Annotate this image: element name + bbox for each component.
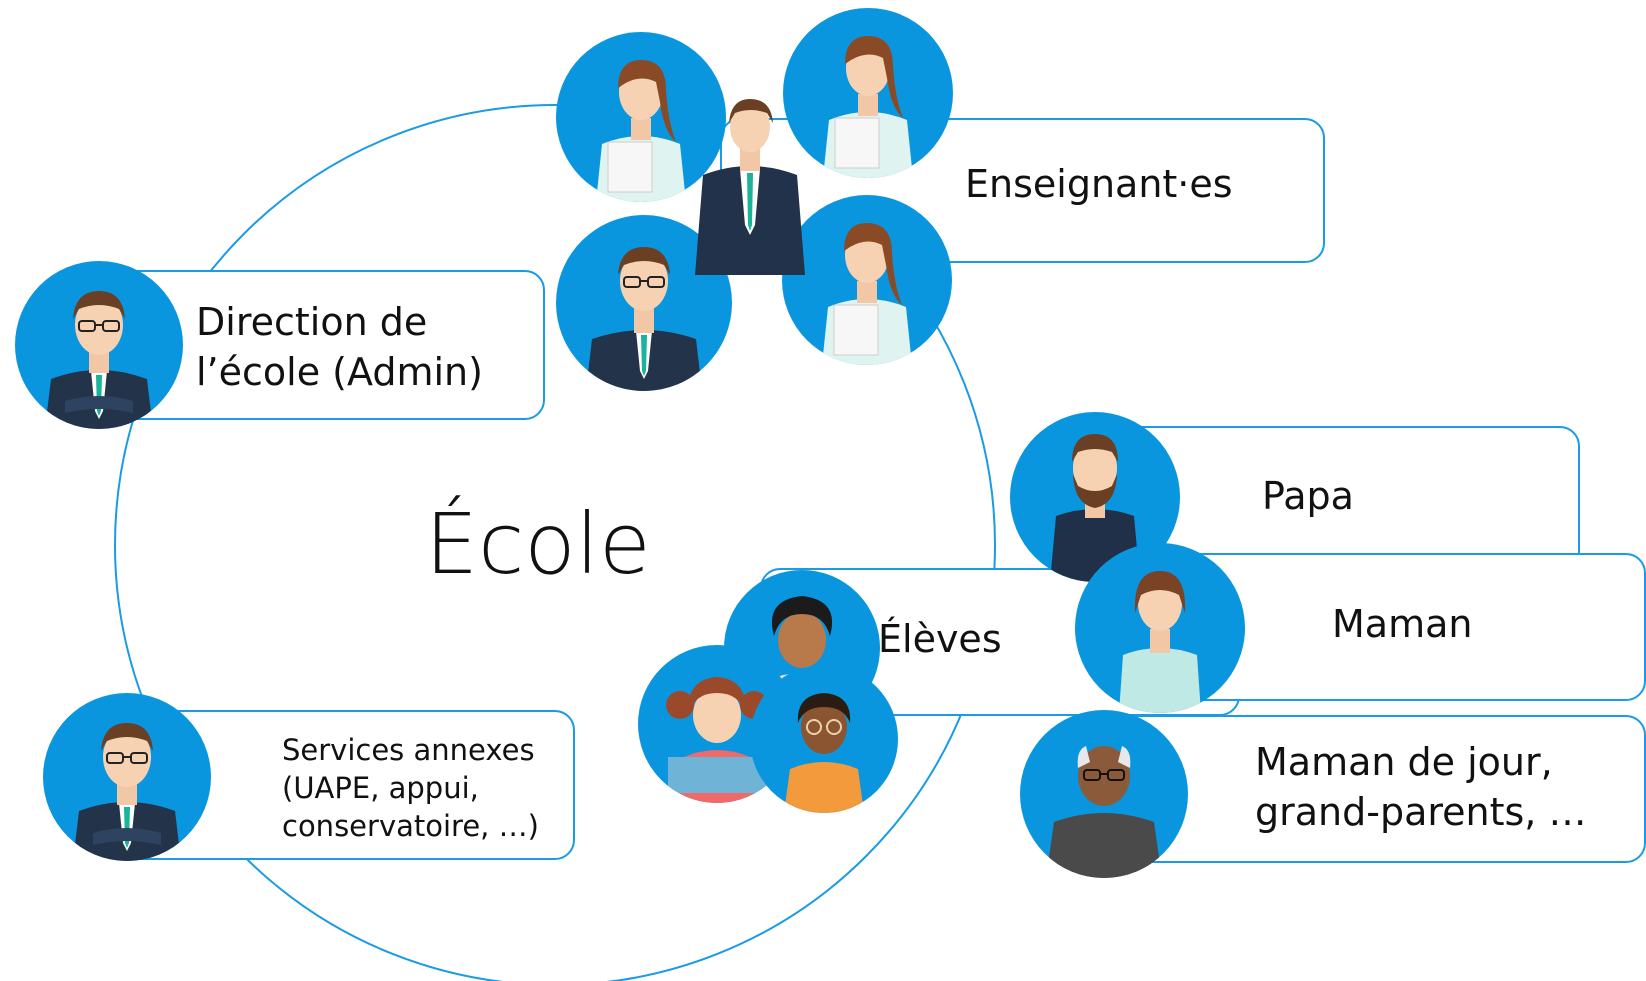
grandparent-avatar-icon [1020,710,1188,878]
autres-label-line1: Maman de jour, [1255,740,1553,784]
direction-label-line2: l’école (Admin) [196,350,483,394]
autres-label-line2: grand-parents, … [1255,790,1587,834]
teacher-avatar-icon [556,32,726,202]
direction-label-line1: Direction de [196,300,428,344]
services-label-line2: (UAPE, appui, [282,771,479,805]
services-label-line1: Services annexes [282,733,535,767]
enseignants-label: Enseignant·es [965,162,1233,206]
admin-avatar-icon [15,261,183,429]
eleves-label: Élèves [878,617,1002,661]
ecole-title: École [425,495,651,593]
papa-label: Papa [1262,474,1354,518]
student-avatar-icon [750,665,898,813]
ecole-circle [114,104,996,981]
mother-avatar-icon [1075,543,1245,713]
maman-label: Maman [1332,602,1473,646]
teacher-avatar-icon [783,8,953,178]
teacher-avatar-icon [782,195,952,365]
services-label-line3: conservatoire, …) [282,809,539,843]
father-avatar-icon [1010,412,1180,582]
services-avatar-icon [43,693,211,861]
teacher-man-standing-icon [695,99,805,275]
